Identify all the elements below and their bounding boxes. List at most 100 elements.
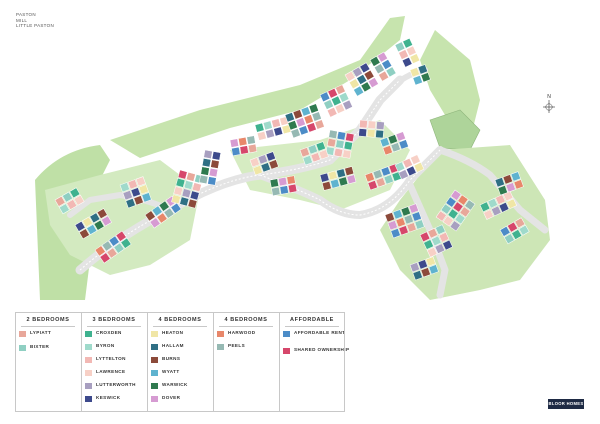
house-plot — [412, 270, 423, 281]
house-plot — [295, 117, 306, 128]
house-plot — [314, 119, 325, 130]
house-plot — [367, 120, 377, 130]
key-heading: AFFORDABLE — [279, 317, 345, 327]
key-item-name: HALLAM — [162, 343, 184, 348]
development-title: PASTON MILL LITTLE PASTON — [16, 12, 54, 29]
house-plot — [490, 205, 502, 217]
plot-cluster — [119, 176, 152, 209]
key-column-4-bed-a: 4 BEDROOMS HEATON HALLAM BURNS WYATT WAR… — [147, 312, 214, 412]
house-plot — [211, 151, 222, 161]
house-plot — [336, 131, 347, 141]
house-plot — [402, 157, 414, 169]
house-plot — [284, 112, 295, 123]
house-plot — [445, 196, 457, 208]
east-green-area — [420, 30, 480, 140]
key-item-burns: BURNS — [151, 356, 211, 371]
house-plot — [144, 210, 156, 222]
house-plot — [58, 203, 70, 215]
house-plot — [254, 122, 265, 133]
swatch-affordable-rent — [283, 331, 290, 337]
swatch-lypiatt — [19, 331, 26, 337]
plot-cluster — [74, 208, 112, 240]
house-plot — [262, 120, 273, 131]
swatch-hallam — [151, 344, 158, 350]
house-plot — [435, 210, 447, 222]
house-plot — [130, 187, 141, 198]
house-type-key: 2 BEDROOMS LYPIATT BIXTER 3 BEDROOMS CRO… — [15, 312, 349, 412]
key-item-name: HARWOOD — [228, 330, 256, 335]
house-plot — [135, 176, 146, 187]
house-plot — [175, 177, 186, 188]
south-east-green — [380, 145, 550, 300]
northern-green-strip — [110, 16, 405, 158]
key-item-name: BYRON — [96, 343, 115, 348]
house-plot — [89, 212, 101, 224]
house-plot — [318, 149, 329, 160]
house-plot — [503, 233, 515, 245]
house-plot — [425, 256, 436, 267]
plot-cluster — [409, 64, 431, 86]
house-plot — [417, 259, 428, 270]
house-plot — [269, 178, 279, 188]
house-plot — [238, 136, 248, 147]
house-plot — [287, 120, 298, 131]
house-plot — [173, 186, 184, 196]
key-item-name: WARWICK — [162, 382, 188, 387]
house-plot — [401, 56, 413, 68]
swatch-wyatt — [151, 370, 158, 376]
key-item-name: BURNS — [162, 356, 181, 361]
house-plot — [187, 198, 198, 209]
swatch-heaton — [151, 331, 158, 337]
house-plot — [495, 194, 506, 205]
house-plot — [383, 174, 394, 185]
house-plot — [505, 182, 516, 193]
plot-cluster — [319, 166, 357, 191]
house-plot — [513, 179, 524, 190]
house-plot — [94, 245, 106, 257]
plot-cluster — [254, 116, 292, 141]
key-item-lutterworth: LUTTERWORTH — [85, 382, 145, 397]
house-plot — [384, 212, 395, 223]
key-item-byron: BYRON — [85, 343, 145, 358]
house-plot — [310, 152, 321, 163]
key-item-name: SHARED OWNERSHIP — [294, 347, 350, 352]
house-plot — [507, 221, 518, 233]
house-plot — [390, 142, 401, 153]
house-plot — [510, 171, 521, 182]
house-plot — [156, 212, 168, 224]
house-plot — [93, 219, 105, 231]
house-plot — [426, 246, 438, 258]
house-plot — [452, 201, 464, 213]
plot-cluster — [198, 149, 222, 186]
plot-cluster — [494, 171, 524, 196]
key-item-affordable-rent: AFFORDABLE RENT — [283, 330, 345, 345]
house-plot — [372, 169, 383, 180]
house-plot — [200, 166, 210, 176]
swatch-warwick — [151, 383, 158, 389]
house-plot — [119, 182, 130, 193]
plot-cluster — [419, 224, 453, 258]
plot-cluster — [344, 62, 379, 97]
house-plot — [163, 207, 175, 219]
house-plot — [336, 168, 346, 179]
house-plot — [483, 209, 494, 220]
house-plot — [402, 37, 414, 49]
house-plot — [252, 165, 263, 176]
house-plot — [409, 262, 420, 273]
swatch-harwood — [217, 331, 224, 337]
house-plot — [413, 162, 425, 173]
house-plot — [319, 172, 330, 183]
house-plot — [414, 219, 425, 230]
pond-area — [429, 109, 481, 151]
house-plot — [96, 208, 108, 220]
house-plot — [268, 159, 279, 170]
house-plot — [454, 213, 466, 225]
house-plot — [450, 189, 462, 201]
house-plot — [343, 141, 353, 151]
key-item-name: CROXDEN — [96, 330, 122, 335]
house-plot — [73, 194, 85, 206]
plot-cluster — [284, 103, 325, 139]
site-plan-map — [35, 16, 550, 300]
house-plot — [394, 41, 406, 53]
swatch-keswick — [85, 396, 92, 402]
